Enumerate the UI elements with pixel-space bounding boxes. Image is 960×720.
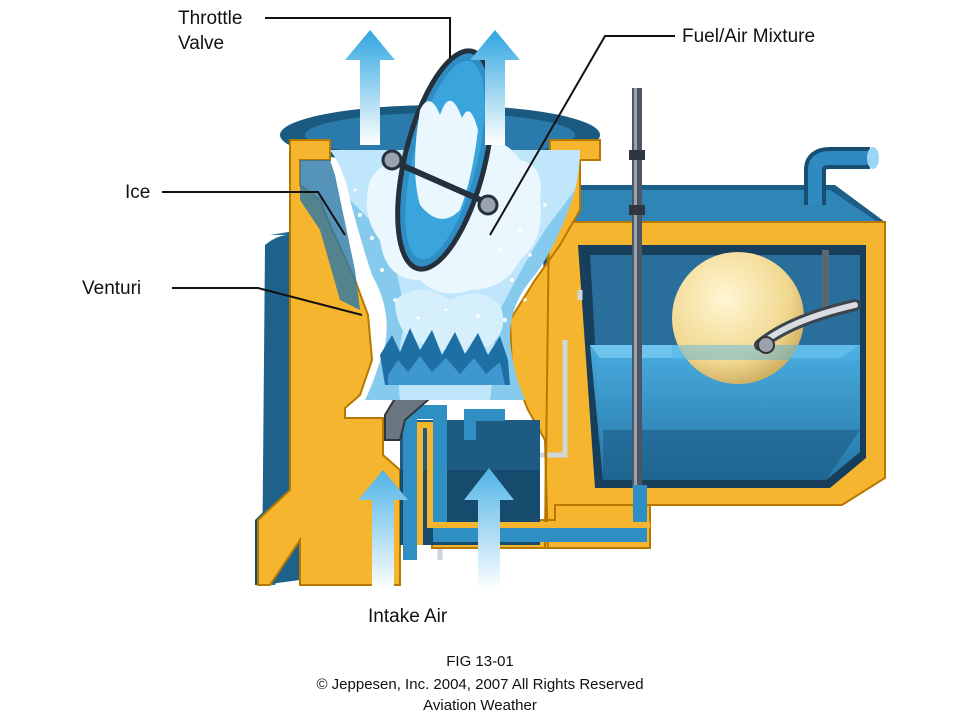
caption-copyright-line: © Jeppesen, Inc. 2004, 2007 All Rights R… [0, 676, 960, 693]
caption-copyright: Jeppesen, Inc. 2004, 2007 All Rights Res… [331, 676, 644, 693]
label-ice: Ice [125, 182, 150, 203]
copyright-symbol: © [316, 676, 328, 693]
airflow-out-arrow-right [470, 30, 520, 145]
label-throttle-line1: Throttle [178, 8, 242, 29]
fuel-air-leader [489, 35, 675, 236]
intake-air-arrow-left [358, 470, 408, 590]
label-fuel-air-mixture: Fuel/Air Mixture [682, 26, 815, 47]
label-throttle-line2: Valve [178, 33, 224, 54]
throttle-leader [265, 17, 451, 58]
ice-particles [353, 188, 547, 322]
leader-lines [162, 17, 675, 316]
throttle-valve [381, 48, 499, 272]
label-intake-air: Intake Air [368, 606, 448, 627]
float-needle-rod [629, 88, 645, 488]
float [672, 250, 861, 384]
ice-leader [162, 191, 346, 236]
venturi-leader [172, 287, 363, 316]
intake-air-arrow-right [464, 468, 514, 590]
airflow-out-arrow-left [345, 30, 395, 145]
label-venturi: Venturi [82, 278, 141, 299]
caption-figure: FIG 13-01 [446, 653, 514, 670]
caption-subject: Aviation Weather [423, 697, 537, 714]
